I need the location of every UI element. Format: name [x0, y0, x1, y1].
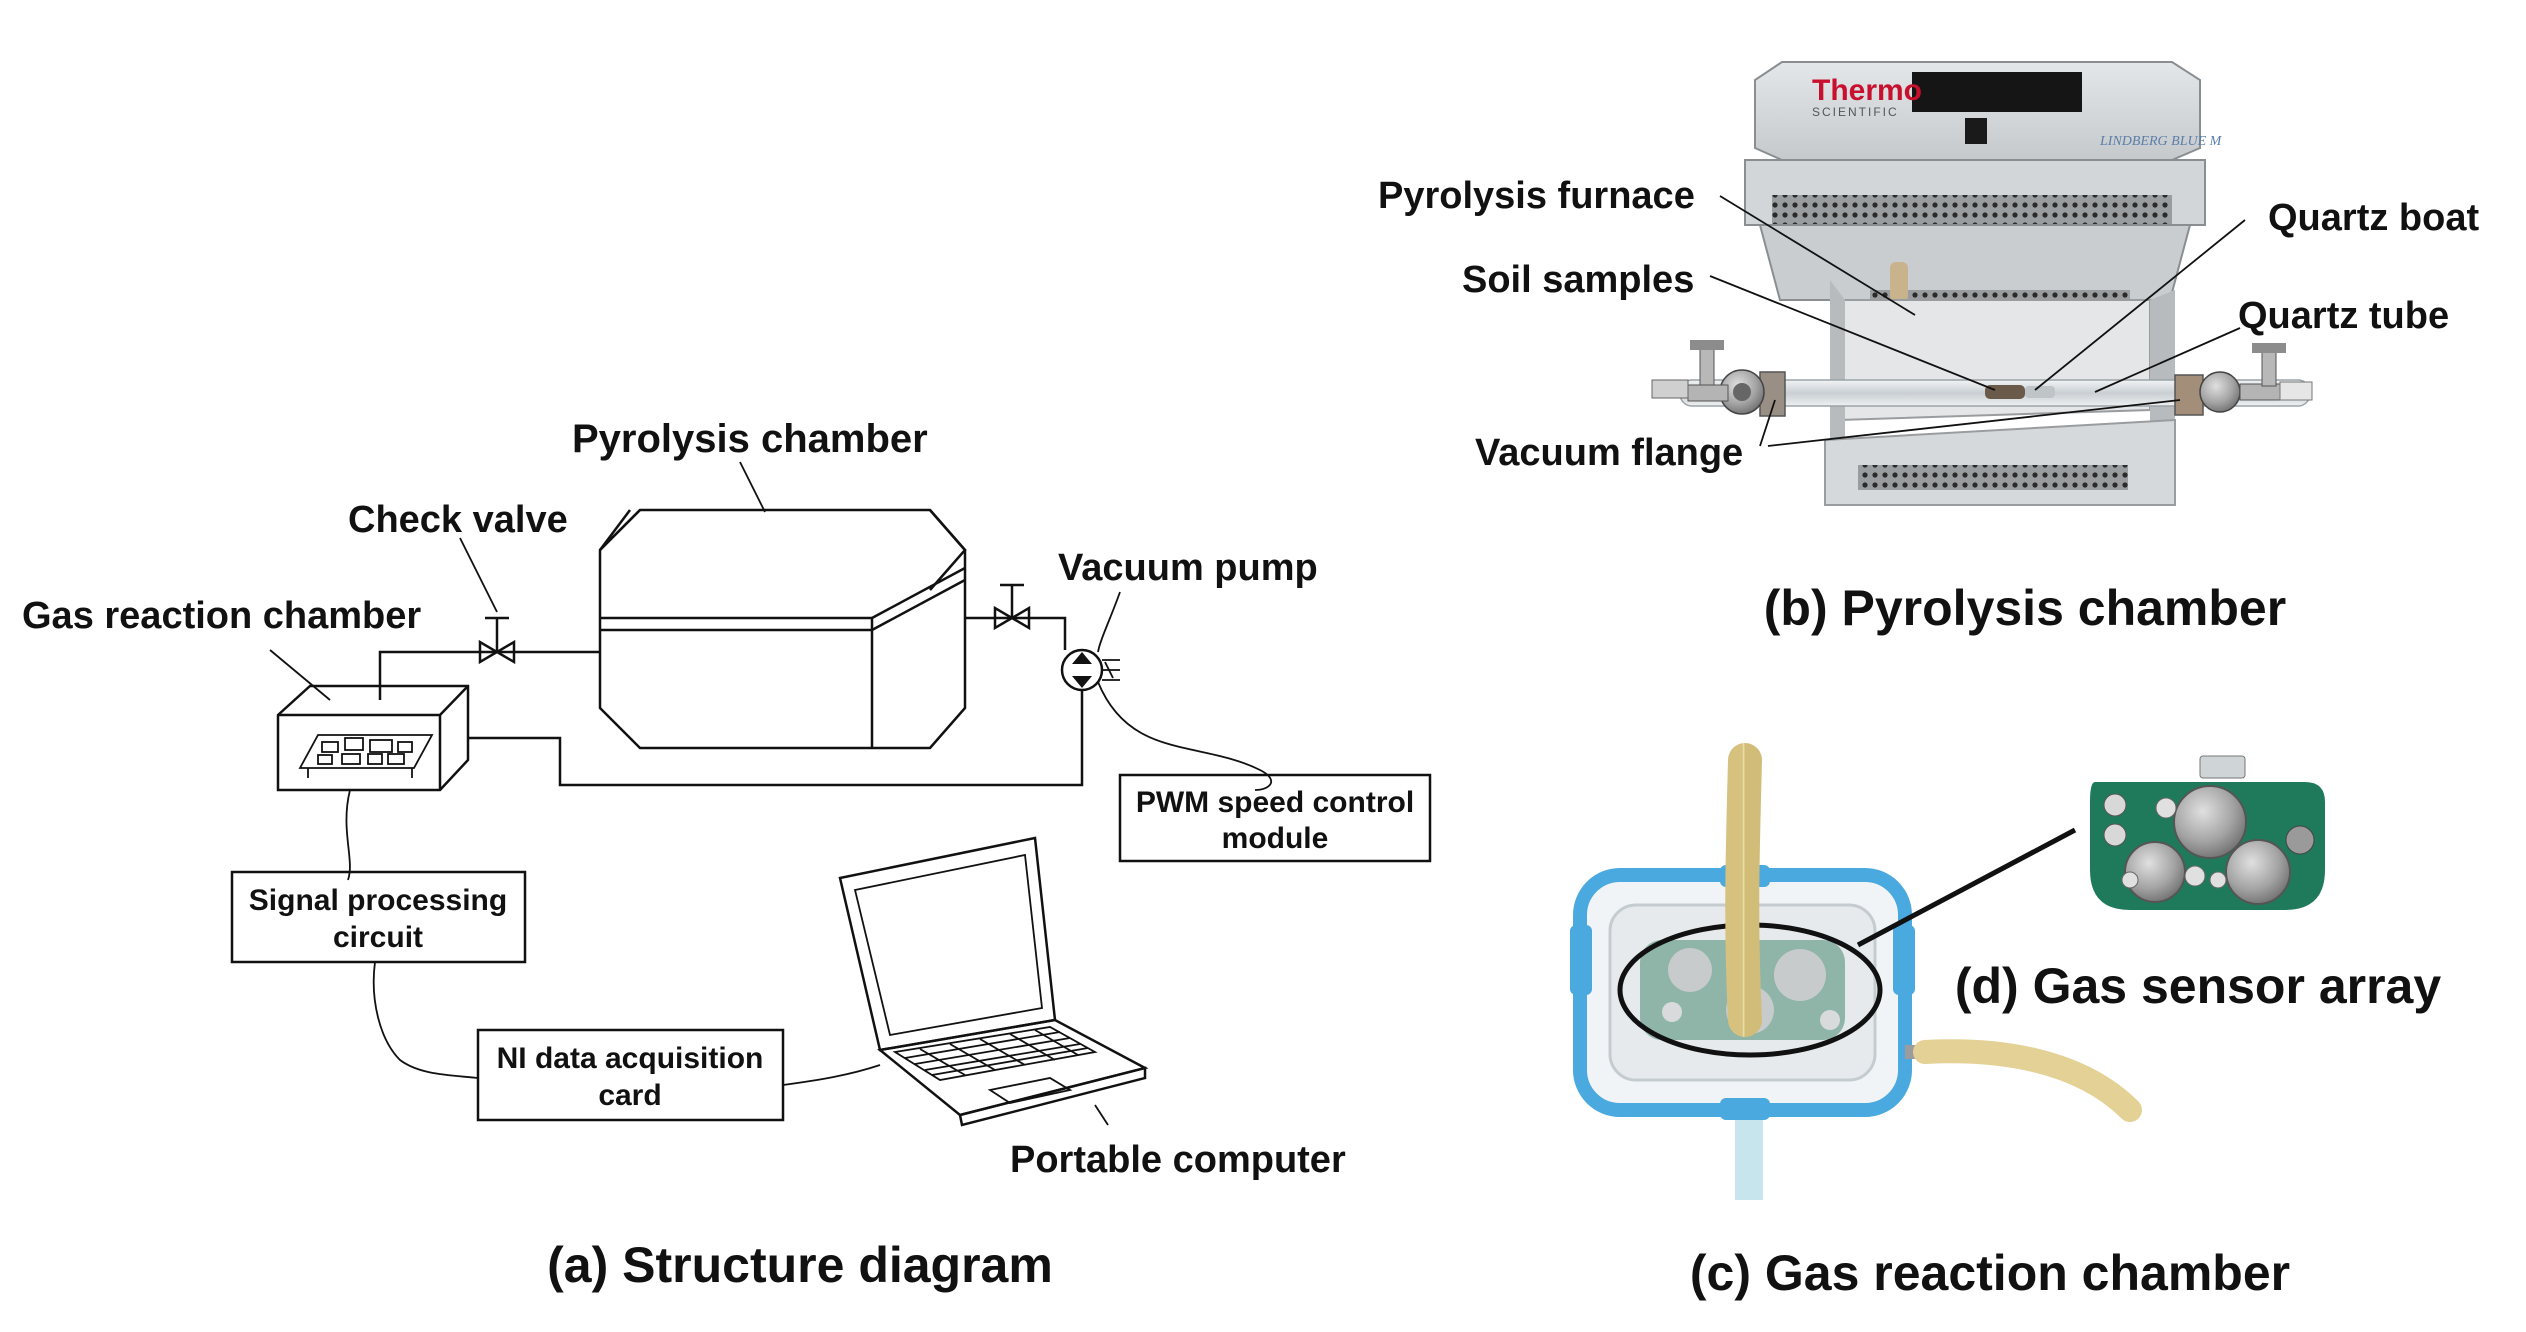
lindberg-model-text: LINDBERG BLUE M [2099, 134, 2223, 149]
panel-a-leaders [269, 461, 1121, 701]
caption-panel-c: (c) Gas reaction chamber [1690, 1245, 2290, 1301]
panel-d-sensor-array-photo: (d) Gas sensor array [1955, 755, 2442, 1014]
portable-computer-drawing [838, 836, 1149, 1127]
signal-box-line1: Signal processing [249, 884, 507, 917]
thermo-logo-text: Thermo [1812, 74, 1922, 107]
gas-reaction-chamber-drawing [276, 684, 470, 792]
right-vacuum-flange [2174, 343, 2313, 416]
gas-piping [378, 616, 1084, 787]
zoom-connector-line [1856, 827, 2077, 948]
caption-panel-d: (d) Gas sensor array [1955, 958, 2442, 1014]
panel-a-structure-diagram: PWM speed control module Signal processi… [22, 417, 1432, 1293]
left-vacuum-flange [1651, 340, 1786, 417]
label-check-valve: Check valve [348, 499, 568, 541]
caption-panel-a: (a) Structure diagram [547, 1237, 1053, 1293]
pwm-box-line1: PWM speed control [1136, 786, 1414, 819]
vacuum-pump-symbol [1060, 648, 1120, 692]
panel-c-gas-reaction-photo: (c) Gas reaction chamber [1570, 743, 2290, 1301]
ni-data-acquisition-box: NI data acquisition card [476, 1028, 785, 1122]
signal-box-line2: circuit [333, 921, 423, 954]
label-portable-computer: Portable computer [1010, 1139, 1346, 1181]
label-quartz-boat: Quartz boat [2268, 197, 2479, 239]
label-vacuum-pump: Vacuum pump [1058, 547, 1318, 589]
scientific-logo-text: SCIENTIFIC [1812, 105, 1899, 119]
label-vacuum-flange: Vacuum flange [1475, 432, 1743, 474]
check-valve-symbol [478, 616, 516, 665]
pwm-speed-control-box: PWM speed control module [1118, 773, 1432, 863]
ni-box-line1: NI data acquisition [497, 1042, 764, 1075]
signal-processing-box: Signal processing circuit [230, 870, 527, 964]
keyboard-keys [892, 1026, 1098, 1081]
signal-wires [345, 681, 1273, 1086]
label-quartz-tube: Quartz tube [2238, 295, 2449, 337]
label-pyrolysis-furnace: Pyrolysis furnace [1378, 175, 1695, 217]
valve-symbol-right [993, 583, 1031, 631]
panel-b-pyrolysis-photo: Thermo SCIENTIFIC LINDBERG BLUE M [1378, 61, 2479, 636]
panel-b-leaders [1709, 195, 2246, 447]
pwm-box-line2: module [1222, 822, 1329, 855]
ni-box-line2: card [598, 1079, 661, 1112]
pyrolysis-chamber-drawing [598, 508, 967, 750]
label-gas-reaction-chamber: Gas reaction chamber [22, 595, 421, 637]
label-soil-samples: Soil samples [1462, 259, 1694, 301]
caption-panel-b: (b) Pyrolysis chamber [1764, 580, 2286, 636]
label-pyrolysis-chamber: Pyrolysis chamber [572, 417, 928, 461]
furnace-lid: Thermo SCIENTIFIC LINDBERG BLUE M [1744, 61, 2223, 226]
